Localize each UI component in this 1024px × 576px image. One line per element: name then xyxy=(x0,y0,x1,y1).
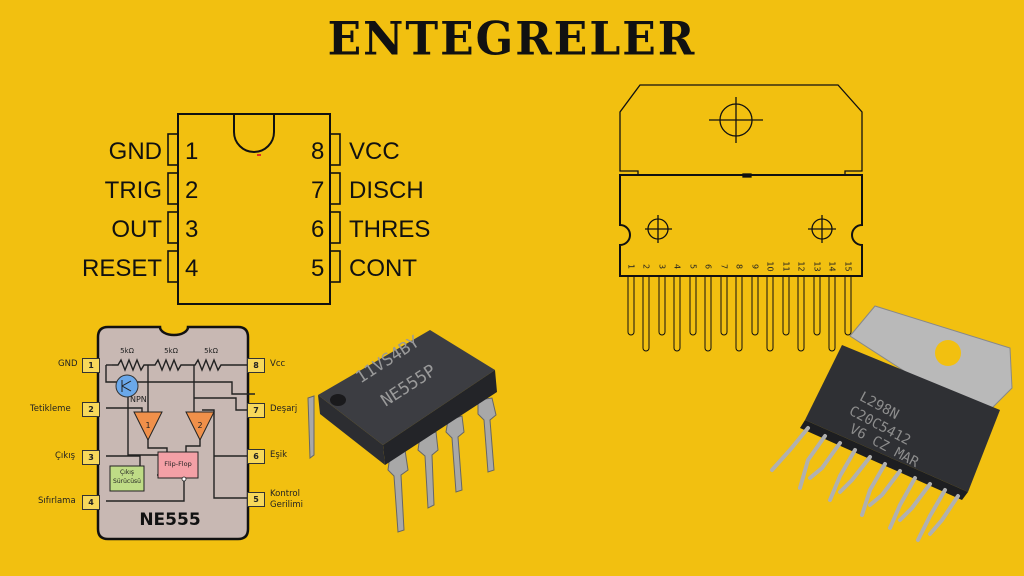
pin-label: Sıfırlama xyxy=(38,496,76,506)
pin-label: Çıkış xyxy=(55,451,76,461)
pin-number: 8 xyxy=(311,138,325,165)
pin-label: GND xyxy=(58,359,78,369)
pin-label: Vcc xyxy=(270,359,286,369)
pin-label: Kontrol Gerilimi xyxy=(270,489,304,510)
resistor-label: 5kΩ xyxy=(120,347,134,355)
comparator-1-label: 1 xyxy=(145,421,151,430)
pin-box: 2 xyxy=(82,402,100,417)
pin-label-reset: RESET xyxy=(81,255,162,282)
pin-box: 3 xyxy=(82,450,100,465)
page-title: ENTEGRELER xyxy=(327,12,697,67)
pin-number: 3 xyxy=(185,216,199,243)
pin-number: 5 xyxy=(311,255,325,282)
driver-label-line1: Çıkış xyxy=(119,469,135,476)
pin-label-trig: TRIG xyxy=(104,177,162,204)
driver-label-line2: Sürücüsü xyxy=(113,478,141,485)
comparator-2-label: 2 xyxy=(197,421,203,430)
multiwatt-leads xyxy=(627,276,852,352)
pin-number: 4 xyxy=(185,255,199,282)
pin-label-gnd: GND xyxy=(108,138,162,165)
pin-number: 2 xyxy=(185,177,199,204)
pin-box: 1 xyxy=(82,358,100,373)
pin-label-disch: DISCH xyxy=(349,177,424,204)
pin-label-thres: THRES xyxy=(349,216,431,243)
pin-box: 7 xyxy=(247,403,265,418)
pin-label: Tetikleme xyxy=(30,404,71,414)
pin-number: 6 xyxy=(311,216,325,243)
pin-label: Eşik xyxy=(270,450,288,460)
pin-box: 8 xyxy=(247,358,265,373)
flipflop-label: Flip-Flop xyxy=(164,460,192,468)
pin-number: 1 xyxy=(185,138,199,165)
pin-label-cont: CONT xyxy=(349,255,417,282)
pin-box: 5 xyxy=(247,492,265,507)
transistor-label: NPN xyxy=(130,395,147,404)
pin-box: 4 xyxy=(82,495,100,510)
resistor-label: 5kΩ xyxy=(204,347,218,355)
chip-name: NE555 xyxy=(139,510,201,530)
pin-number: 7 xyxy=(311,177,325,204)
resistor-label: 5kΩ xyxy=(164,347,178,355)
pin-box: 6 xyxy=(247,449,265,464)
pin-label-vcc: VCC xyxy=(349,138,400,165)
pin-label-out: OUT xyxy=(111,216,162,243)
pin-label: Deşarj xyxy=(270,404,298,414)
